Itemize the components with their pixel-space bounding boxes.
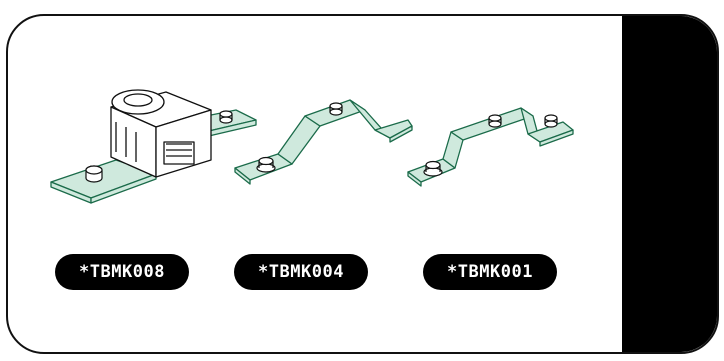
bracket-clamp-icon: [50, 89, 257, 204]
bracket-tbmk008: [46, 82, 266, 217]
dark-side-panel: [622, 16, 717, 352]
product-code-label: *TBMK008: [55, 254, 189, 290]
product-card: *TBMK008 *TBMK004 *TBMK001: [6, 14, 719, 354]
bracket-tbmk001: [403, 94, 578, 204]
bracket-u-icon: [407, 107, 574, 187]
bracket-tbmk004: [230, 86, 415, 206]
product-code-label: *TBMK001: [423, 254, 557, 290]
bracket-z-icon: [234, 99, 413, 185]
product-code-label: *TBMK004: [234, 254, 368, 290]
